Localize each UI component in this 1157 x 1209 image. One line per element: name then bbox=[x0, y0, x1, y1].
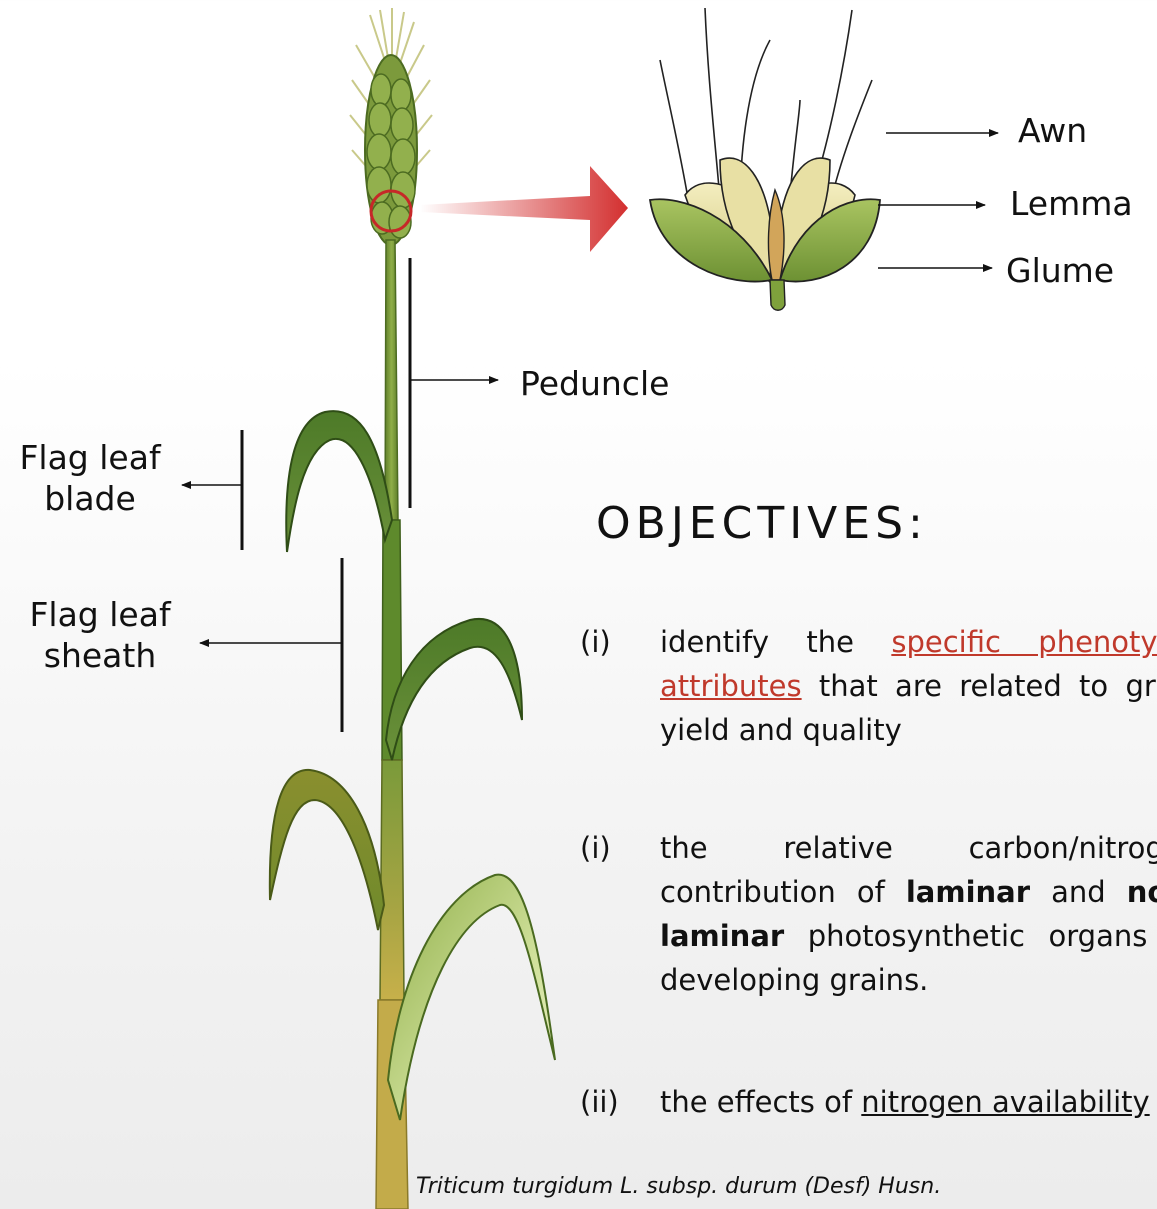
wheat-spike bbox=[365, 55, 417, 245]
glume-label: Glume bbox=[1006, 250, 1114, 291]
objective-number: (i) bbox=[580, 620, 611, 664]
objective-bold: laminar bbox=[906, 875, 1030, 909]
objective-text: identify the specific phenotypic attribu… bbox=[660, 620, 1157, 752]
objective-text-part: identify the bbox=[660, 625, 891, 659]
lemma-label: Lemma bbox=[1010, 183, 1133, 224]
spikelet-awns bbox=[660, 8, 872, 210]
objective-text: the effects of nitrogen availability bbox=[660, 1080, 1157, 1124]
objectives-title: OBJECTIVES: bbox=[596, 498, 928, 549]
objective-underline: nitrogen availability bbox=[861, 1085, 1149, 1119]
flag-leaf-blade-line1: Flag leaf bbox=[0, 437, 180, 478]
third-leaf bbox=[270, 770, 384, 930]
awn-label: Awn bbox=[1018, 110, 1087, 151]
second-leaf bbox=[386, 619, 522, 760]
objective-number: (ii) bbox=[580, 1080, 619, 1124]
spikelet-detail bbox=[650, 8, 880, 310]
flag-leaf-sheath-label: Flag leaf sheath bbox=[10, 594, 190, 677]
objective-text-part: the effects of bbox=[660, 1085, 861, 1119]
flag-leaf-blade-line2: blade bbox=[0, 478, 180, 519]
peduncle-label: Peduncle bbox=[520, 363, 669, 404]
objective-number: (i) bbox=[580, 826, 611, 870]
species-caption: Triticum turgidum L. subsp. durum (Desf)… bbox=[416, 1174, 941, 1199]
flag-leaf-blade-label: Flag leaf blade bbox=[0, 437, 180, 520]
bracket-lines bbox=[182, 258, 498, 732]
lower-leaf bbox=[388, 875, 555, 1120]
objective-text-part: and bbox=[1030, 875, 1127, 909]
zoom-arrow bbox=[420, 166, 628, 252]
flag-leaf-sheath-line2: sheath bbox=[10, 635, 190, 676]
flag-leaf-sheath-line1: Flag leaf bbox=[10, 594, 190, 635]
objective-text: the relative carbon/nitrogen contributio… bbox=[660, 826, 1157, 1002]
flag-leaf bbox=[286, 411, 392, 552]
